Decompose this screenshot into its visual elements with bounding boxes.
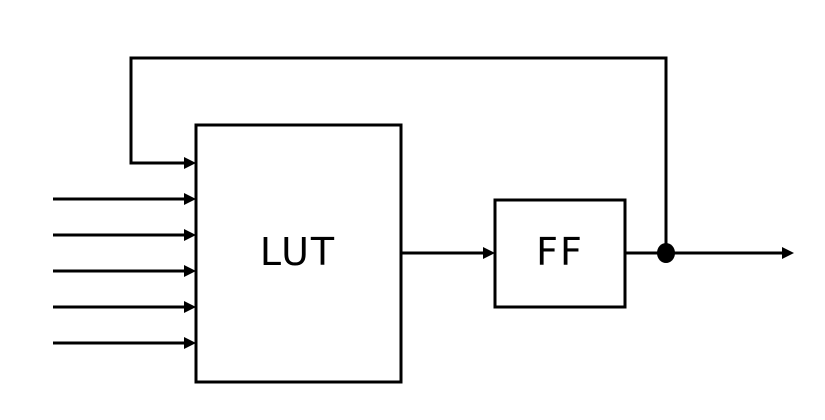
lut-label: LUT — [260, 230, 336, 274]
ff-input-arrowhead — [483, 247, 495, 259]
ff-label: FF — [536, 230, 584, 274]
ff-block — [493, 198, 627, 309]
output-arrowhead — [782, 247, 794, 259]
output-junction-dot — [657, 243, 675, 263]
feedback-input-arrowhead — [184, 157, 196, 169]
feedback-wire — [129, 56, 668, 252]
lut-block — [194, 123, 403, 384]
lut-input-4-arrowhead — [184, 301, 196, 313]
lut-input-5-arrowhead — [184, 337, 196, 349]
lut-input-2-arrowhead — [184, 229, 196, 241]
lut-input-1-arrowhead — [184, 193, 196, 205]
lut-input-3-arrowhead — [184, 265, 196, 277]
lut-input-wires — [53, 193, 196, 349]
